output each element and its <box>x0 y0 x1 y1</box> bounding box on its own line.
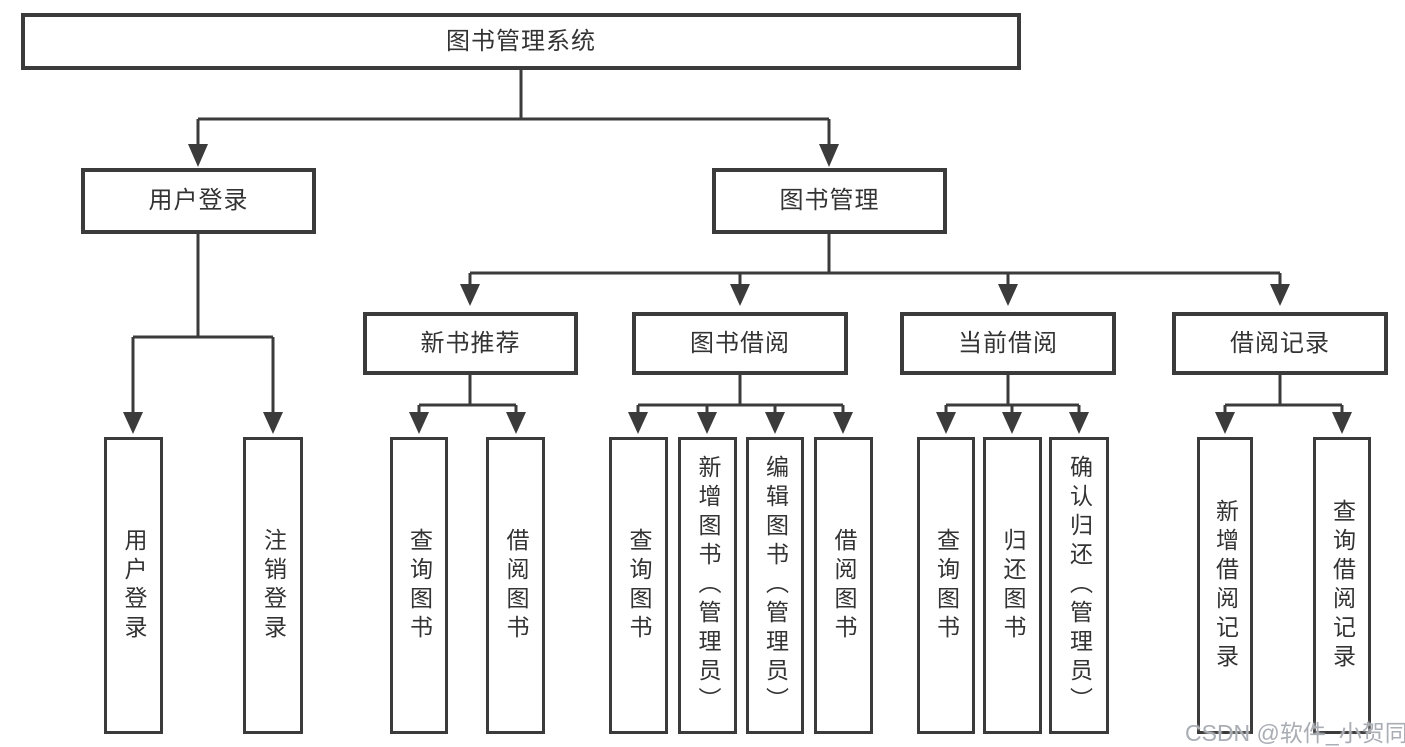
node-label: 借阅记录 <box>1230 329 1330 357</box>
node-current-borrowing: 当前借阅 <box>900 312 1116 375</box>
arrowhead-triangles <box>123 144 1352 434</box>
node-label: 用户登录 <box>148 187 249 214</box>
node-label: 查询图书 <box>933 527 960 644</box>
leaf-logout: 注销登录 <box>243 437 303 734</box>
leaf-query-books-borrow: 查询图书 <box>609 437 668 734</box>
node-label: 新增图书（管理员） <box>695 455 721 716</box>
leaf-user-login: 用户登录 <box>104 437 163 734</box>
node-label: 归还图书 <box>1000 527 1026 644</box>
leaf-confirm-return-admin: 确认归还（管理员） <box>1049 437 1109 734</box>
node-label: 用户登录 <box>121 527 147 644</box>
leaf-query-borrow-record: 查询借阅记录 <box>1313 437 1371 734</box>
leaf-add-books-admin: 新增图书（管理员） <box>678 437 737 734</box>
node-label: 新增借阅记录 <box>1212 498 1239 673</box>
leaf-borrow-books: 借阅图书 <box>814 437 873 734</box>
node-book-borrowing: 图书借阅 <box>632 312 848 375</box>
node-label: 查询图书 <box>406 527 433 644</box>
leaf-add-borrow-record: 新增借阅记录 <box>1197 437 1253 734</box>
leaf-query-books-current: 查询图书 <box>917 437 975 734</box>
node-label: 注销登录 <box>260 527 287 644</box>
leaf-return-books: 归还图书 <box>983 437 1042 734</box>
node-label: 图书管理 <box>779 187 880 214</box>
node-library-management-system: 图书管理系统 <box>21 13 1021 70</box>
leaf-edit-books-admin: 编辑图书（管理员） <box>746 437 804 734</box>
node-user-login: 用户登录 <box>81 168 316 234</box>
node-label: 查询借阅记录 <box>1329 498 1356 673</box>
node-label: 借阅图书 <box>503 527 529 644</box>
node-label: 图书借阅 <box>690 329 790 357</box>
leaf-query-books-recommend: 查询图书 <box>390 437 448 734</box>
csdn-watermark: CSDN @软件_小贺同学 <box>1185 720 1405 746</box>
node-borrowing-records: 借阅记录 <box>1172 312 1388 375</box>
node-new-book-recommendation: 新书推荐 <box>363 312 578 375</box>
leaf-borrow-books-recommend: 借阅图书 <box>486 437 545 734</box>
node-label: 当前借阅 <box>958 329 1058 357</box>
node-label: 图书管理系统 <box>446 27 596 55</box>
node-book-management: 图书管理 <box>712 168 947 234</box>
node-label: 查询图书 <box>626 527 652 644</box>
node-label: 新书推荐 <box>420 329 521 357</box>
node-label: 编辑图书（管理员） <box>762 455 789 716</box>
connector-path <box>131 70 1344 413</box>
node-label: 确认归还（管理员） <box>1066 455 1093 716</box>
node-label: 借阅图书 <box>831 527 857 644</box>
